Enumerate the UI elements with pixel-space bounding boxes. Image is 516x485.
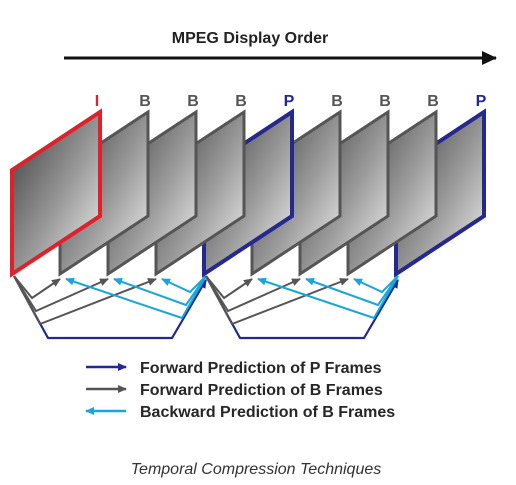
- backward-b-arrow-1-1: [161, 275, 207, 294]
- frame-label-p-5: P: [284, 93, 295, 110]
- frame-label-p-9: P: [476, 93, 487, 110]
- frame-label-b-6: B: [331, 93, 343, 110]
- forward-b-arrow-1-1: [13, 275, 61, 300]
- frame-label-b-2: B: [139, 93, 151, 110]
- forward-b-arrow-2-3: [205, 275, 349, 326]
- frame-label-b-3: B: [187, 93, 199, 110]
- forward-b-arrow-2-1: [205, 275, 253, 300]
- prediction-arrows: [13, 275, 399, 340]
- frame-stack: [10, 108, 486, 278]
- backward-b-arrow-2-3: [257, 275, 399, 320]
- caption: Temporal Compression Techniques: [131, 461, 382, 478]
- forward-b-arrow-1-3: [13, 275, 157, 326]
- legend: Forward Prediction of P Frames Forward P…: [85, 360, 395, 421]
- backward-b-arrow-2-1: [353, 275, 399, 294]
- legend-label-backward-b: Backward Prediction of B Frames: [140, 404, 395, 421]
- frame-label-b-8: B: [427, 93, 439, 110]
- legend-label-forward-p: Forward Prediction of P Frames: [140, 360, 382, 377]
- frame-i-1: [10, 108, 102, 278]
- legend-label-forward-b: Forward Prediction of B Frames: [140, 382, 383, 399]
- frame-label-b-7: B: [379, 93, 391, 110]
- frame-label-b-4: B: [235, 93, 247, 110]
- backward-b-arrow-1-3: [65, 275, 207, 320]
- diagram-title: MPEG Display Order: [172, 30, 329, 47]
- frame-label-i-1: I: [95, 93, 99, 110]
